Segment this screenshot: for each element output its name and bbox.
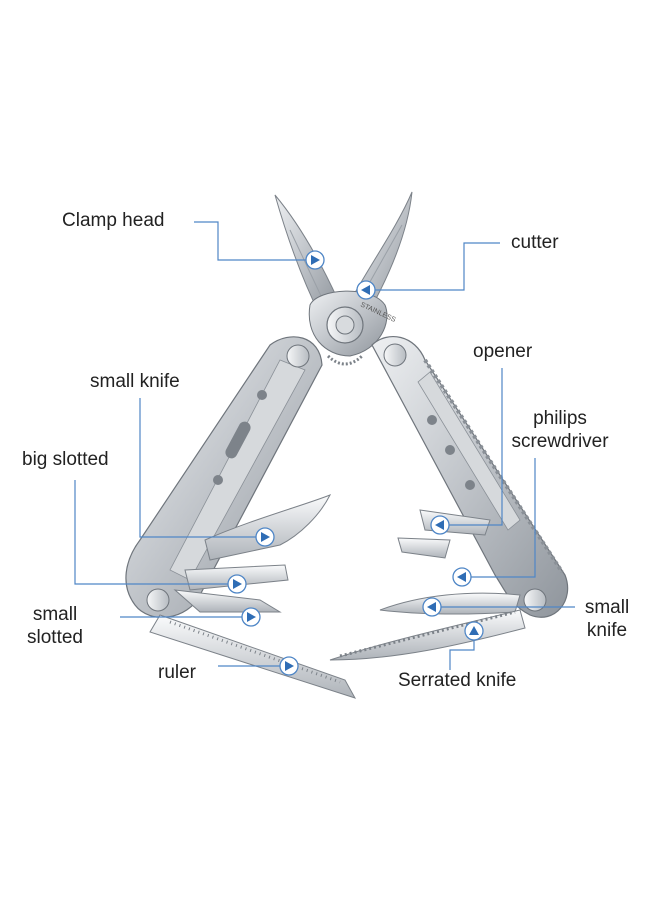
label-small-slotted-line1: small (32, 604, 78, 625)
label-clamp-head: Clamp head (62, 210, 165, 231)
left-handle (125, 336, 323, 618)
label-serrated-knife: Serrated knife (398, 670, 517, 691)
label-small-slotted-line2: slotted (27, 627, 83, 648)
label-small-knife-right-line2: knife (586, 620, 628, 641)
marker-big-slotted (227, 574, 247, 594)
label-big-slotted: big slotted (22, 449, 109, 470)
label-small-knife-left: small knife (90, 371, 180, 392)
label-philips-screwdriver: philips screwdriver (480, 407, 640, 453)
pivot-head: STAINLESS (308, 290, 397, 366)
leader-big-slotted (74, 480, 230, 585)
callout-markers (227, 250, 484, 676)
label-small-knife-right: small knife (572, 596, 642, 642)
marker-small-knife-left (255, 527, 275, 547)
label-small-slotted: small slotted (15, 603, 95, 649)
marker-small-knife-right (422, 597, 442, 617)
marker-serrated-knife (464, 621, 484, 641)
right-handle (371, 336, 569, 618)
label-ruler: ruler (158, 662, 197, 683)
marker-philips (452, 567, 472, 587)
label-philips-line1: philips (533, 408, 587, 429)
leader-clamp-head (194, 221, 308, 261)
leader-lines (74, 221, 575, 670)
label-philips-line2: screwdriver (511, 431, 609, 452)
label-opener: opener (473, 341, 533, 362)
marker-small-slotted (241, 607, 261, 627)
leader-philips (467, 458, 536, 578)
leader-cutter (372, 242, 500, 291)
label-small-knife-right-line1: small (584, 597, 630, 618)
marker-opener (430, 515, 450, 535)
marker-clamp-head (305, 250, 325, 270)
marker-ruler (279, 656, 299, 676)
marker-cutter (356, 280, 376, 300)
leader-serrated-knife (449, 637, 475, 670)
label-cutter: cutter (511, 232, 559, 253)
left-tools (149, 494, 357, 699)
leader-small-knife-left (139, 398, 258, 538)
leader-opener (447, 368, 503, 526)
